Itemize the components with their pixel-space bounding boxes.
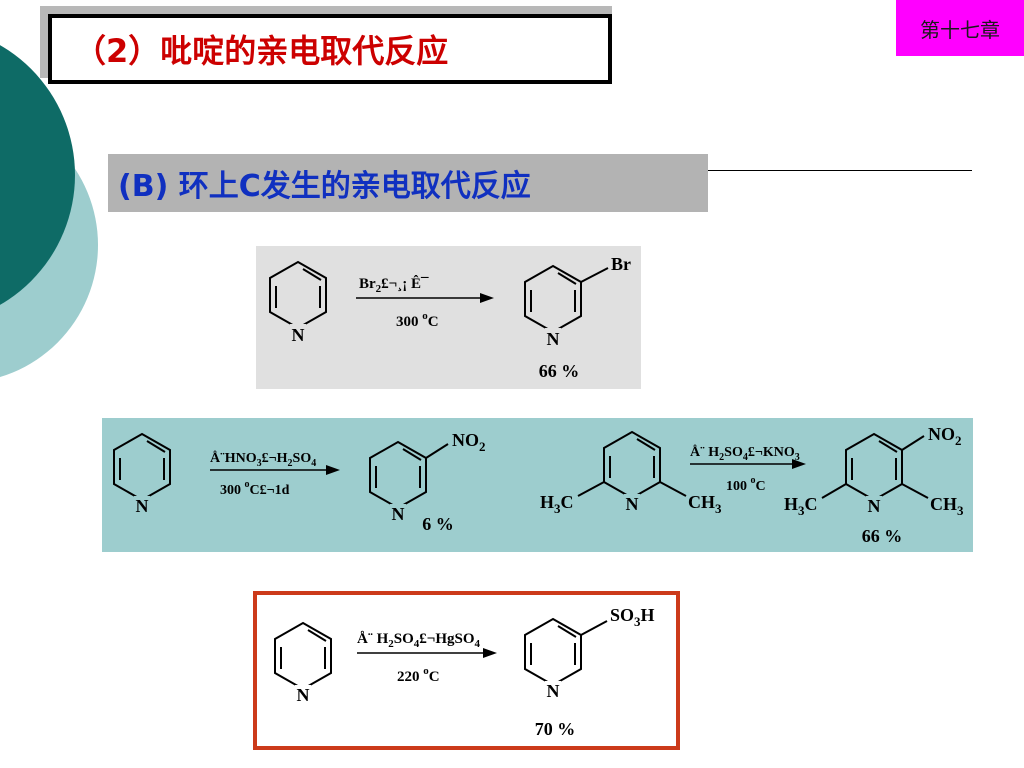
ring-nitrogen: N xyxy=(297,685,310,705)
pyridine-ring xyxy=(113,432,171,502)
nitration-reagent: Å¨HNO3£¬H2SO4 xyxy=(210,450,316,469)
lutidine-reagent: Å¨ H2SO4£¬KNO3 xyxy=(690,444,800,463)
lutidine-methyl-right: CH3 xyxy=(688,492,722,516)
bromination-reagent: Br2£¬¸¡ Ê¯ xyxy=(359,275,429,295)
bromopyridine-ring xyxy=(524,264,609,334)
bromination-condition: 300 oC xyxy=(396,310,439,330)
sulfonation-scheme: N Å¨ H2SO4£¬HgSO4 220 oC N SO3H 70 % xyxy=(274,605,655,739)
sulfonic-acid-pyridine-ring xyxy=(524,617,608,687)
sulfonation-reagent: Å¨ H2SO4£¬HgSO4 xyxy=(357,631,481,650)
product-ring-nitrogen: N xyxy=(547,329,560,349)
product-methyl-right: CH3 xyxy=(930,494,964,518)
nitration-panel: N Å¨HNO3£¬H2SO4 300 oC£¬1d N NO2 6 % N H… xyxy=(102,418,973,552)
bromination-panel: N Br2£¬¸¡ Ê¯ 300 oC N Br 66 % xyxy=(256,246,641,389)
dark-teal-circle xyxy=(0,45,75,305)
bromo-substituent: Br xyxy=(611,254,631,274)
product-nitro-substituent: NO2 xyxy=(928,424,962,448)
lutidine-ring xyxy=(577,430,687,500)
decorative-circles xyxy=(0,45,98,378)
sulfonation-condition: 220 oC xyxy=(397,665,440,685)
nitro-substituent: NO2 xyxy=(452,430,486,454)
ring-nitrogen: N xyxy=(136,496,149,516)
section-subtitle: (B) 环上C发生的亲电取代反应 xyxy=(118,169,531,204)
lutidine-condition: 100 oC xyxy=(726,475,766,494)
ring-nitrogen: N xyxy=(292,325,305,345)
product-methyl-left: H3C xyxy=(784,494,818,518)
nitration-yield: 6 % xyxy=(422,514,454,534)
product-ring-nitrogen: N xyxy=(547,681,560,701)
chapter-badge: 第十七章 xyxy=(896,0,1024,56)
nitropyridine-ring xyxy=(369,440,449,510)
title-box: （2）吡啶的亲电取代反应 xyxy=(48,14,612,84)
nitration-condition: 300 oC£¬1d xyxy=(220,479,290,498)
sulfo-substituent: SO3H xyxy=(610,605,655,629)
nitro-lutidine-ring xyxy=(821,432,929,502)
pyridine-ring xyxy=(274,621,332,691)
sulfonation-yield: 70 % xyxy=(535,719,576,739)
subtitle-rule xyxy=(708,170,972,171)
bromination-yield: 66 % xyxy=(539,361,580,381)
lutidine-nitrogen: N xyxy=(626,494,639,514)
subtitle-bar: (B) 环上C发生的亲电取代反应 xyxy=(108,154,708,212)
bromination-scheme: N Br2£¬¸¡ Ê¯ 300 oC N Br 66 % xyxy=(269,254,631,381)
pyridine-ring xyxy=(269,260,327,330)
sulfonation-panel: N Å¨ H2SO4£¬HgSO4 220 oC N SO3H 70 % xyxy=(253,591,680,750)
product-ring-nitrogen: N xyxy=(392,504,405,524)
product-lutidine-nitrogen: N xyxy=(868,496,881,516)
lutidine-methyl-left: H3C xyxy=(540,492,574,516)
page-title: （2）吡啶的亲电取代反应 xyxy=(74,32,449,70)
nitration-scheme: N Å¨HNO3£¬H2SO4 300 oC£¬1d N NO2 6 % N H… xyxy=(113,424,964,546)
lutidine-yield: 66 % xyxy=(862,526,903,546)
